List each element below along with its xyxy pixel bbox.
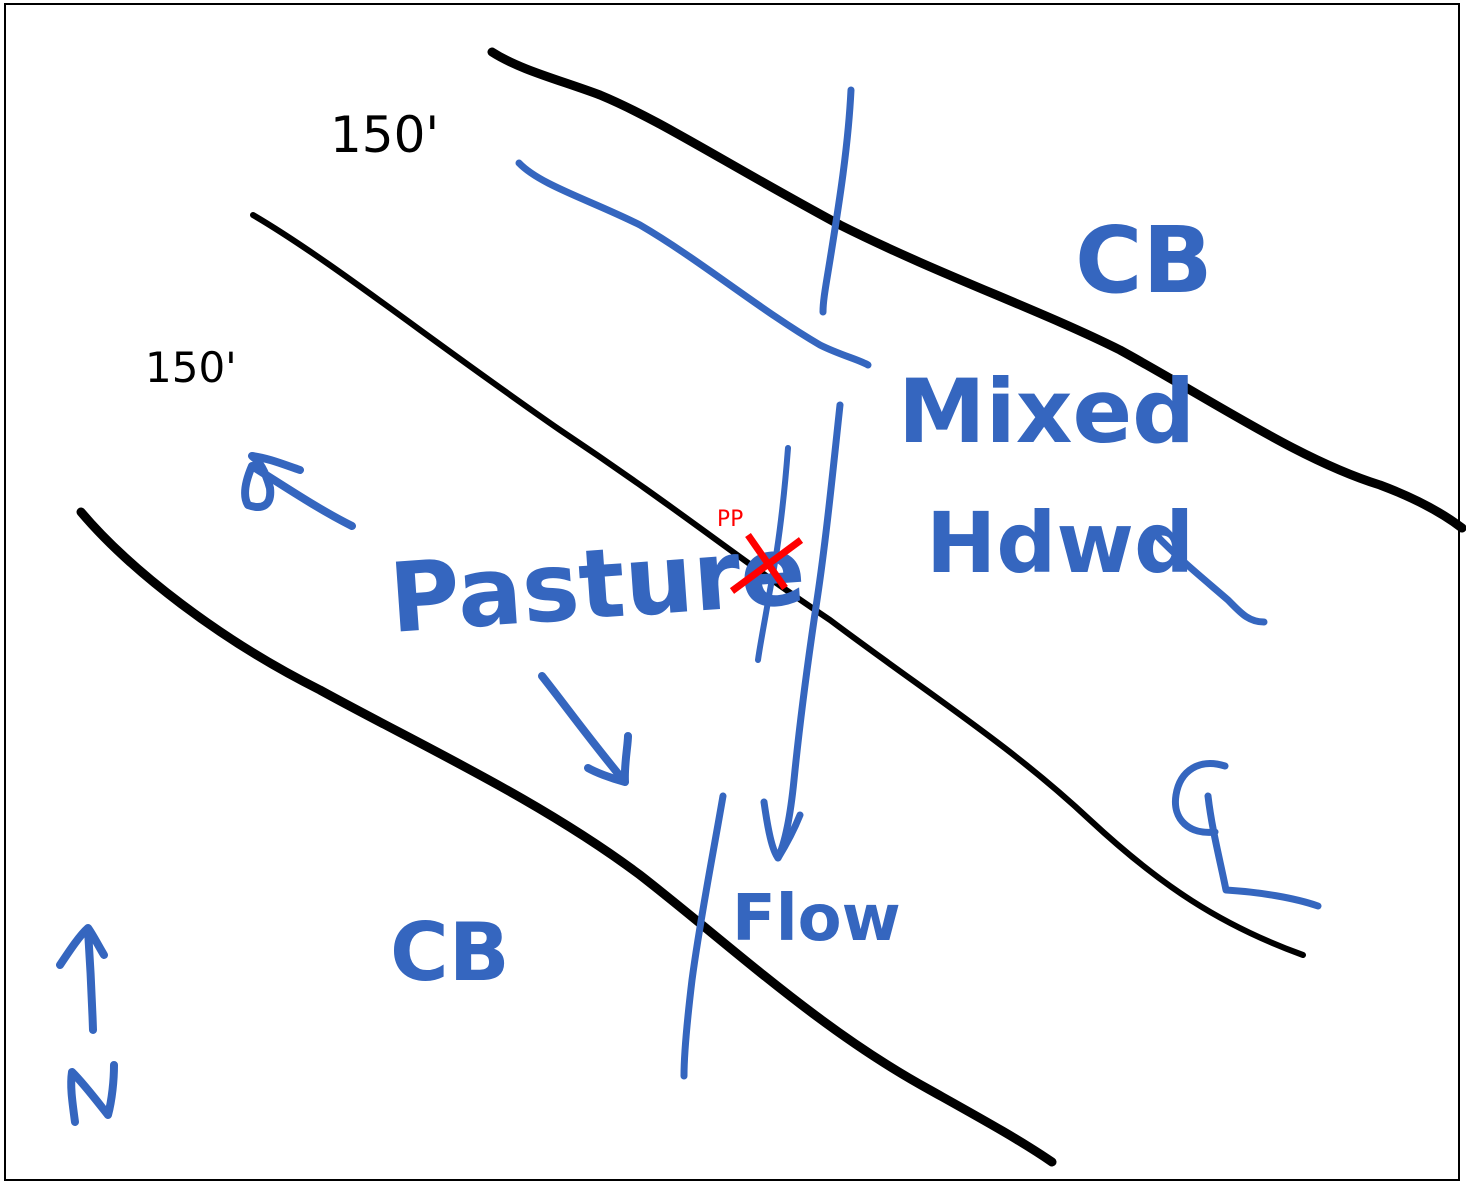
point-marker-label: PP xyxy=(717,507,744,532)
distance-label-left: 150' xyxy=(145,343,237,392)
point-marker-x-icon xyxy=(729,532,804,594)
centerline-symbol-icon xyxy=(1171,760,1322,910)
cb-label-bottom-left: CB xyxy=(390,906,510,999)
distance-label-top: 150' xyxy=(330,106,439,164)
boundary-line-lower xyxy=(76,507,1057,1167)
north-arrow-icon xyxy=(56,924,108,1034)
stream-sketch-right xyxy=(1152,531,1268,626)
page-frame xyxy=(4,3,1460,1181)
land-use-hdwd-label: Hdwd xyxy=(926,494,1194,592)
flow-arrowhead-icon xyxy=(760,798,804,862)
section-tick-middle xyxy=(755,445,791,663)
arrow-southeast-icon xyxy=(538,672,632,786)
north-label: N xyxy=(66,1123,67,1125)
arrow-northwest-icon xyxy=(241,452,356,530)
flow-label: Flow xyxy=(732,882,901,956)
section-tick-bottom xyxy=(680,792,727,1080)
flow-arrow-shaft xyxy=(774,401,844,862)
land-use-mixed-label: Mixed xyxy=(898,360,1195,463)
north-letter-icon xyxy=(67,1061,118,1126)
boundary-line-upper xyxy=(487,47,1466,533)
section-tick-top xyxy=(819,86,855,316)
cb-label-top-right: CB xyxy=(1075,207,1213,314)
stream-sketch-upper xyxy=(515,159,872,369)
